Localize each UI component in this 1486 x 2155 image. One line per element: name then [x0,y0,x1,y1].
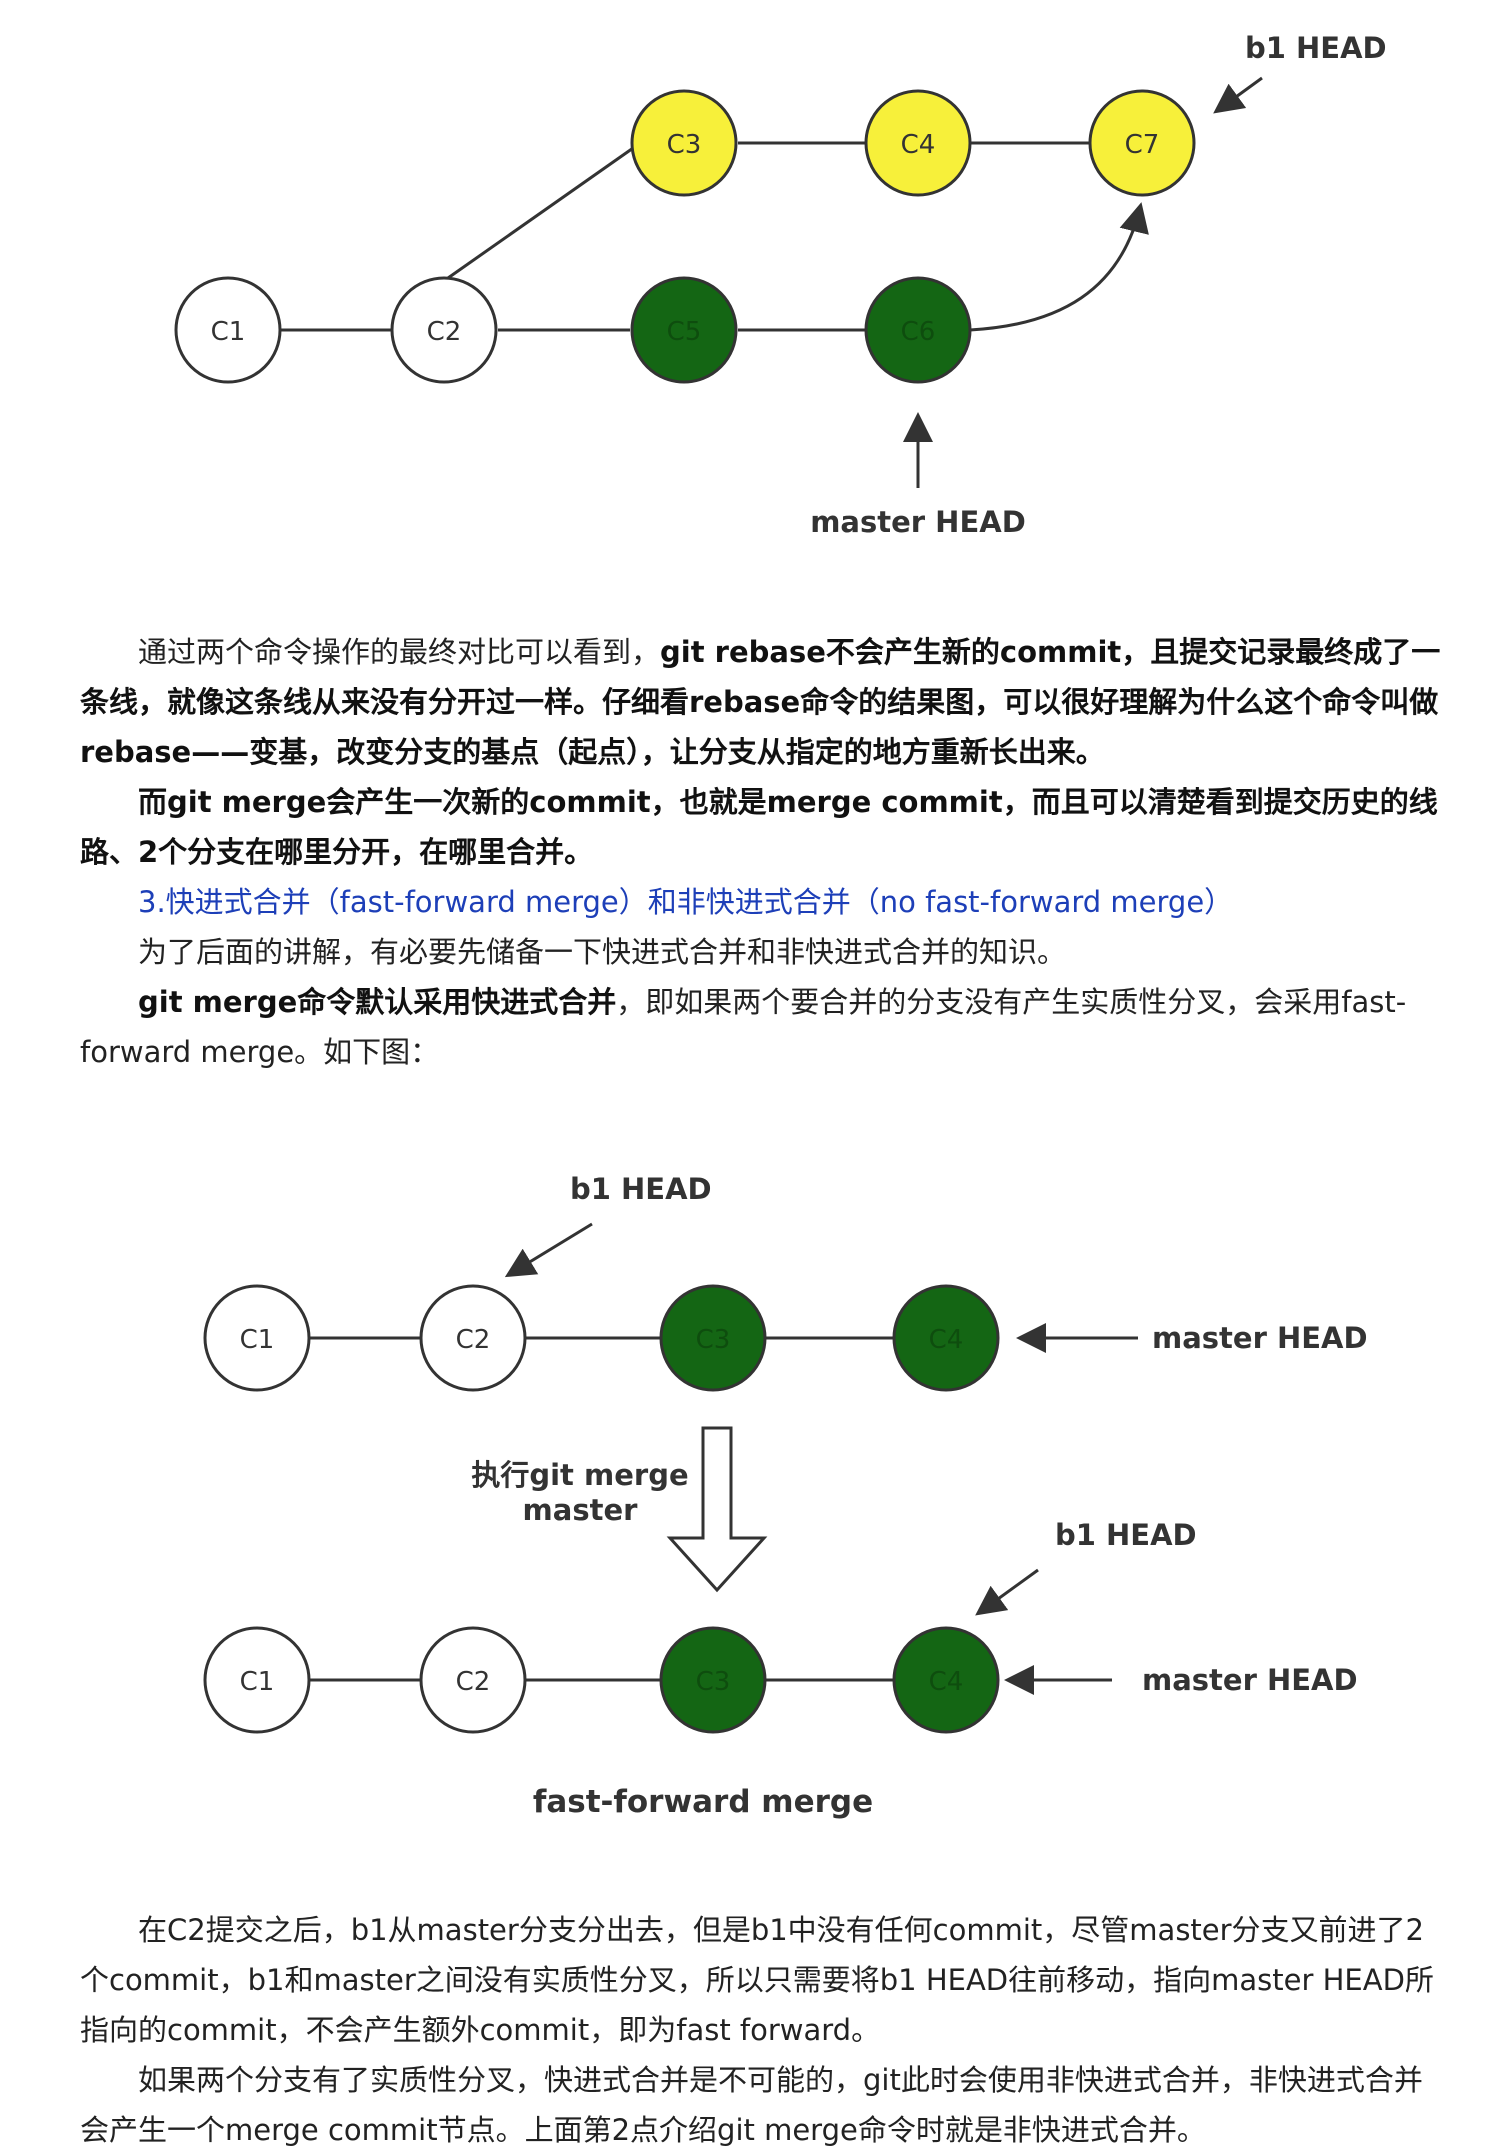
ff-b1-head-arrow-before [504,1222,593,1278]
ff-bottom-label-c4: C4 [929,1667,964,1697]
merge-action-arrow [666,1426,768,1593]
edge-c2-c3 [447,144,637,280]
ff-top-node-c4 [892,1284,1000,1392]
edge-c6-c7-arrow [969,202,1149,332]
ff-top-label-c1: C1 [240,1325,275,1355]
paragraph-merge-summary: 而git merge会产生一次新的commit，也就是merge commit，… [80,777,1446,877]
b1-head-arrow [1213,76,1263,114]
ff-b1-head-label-before: b1 HEAD [570,1172,712,1206]
paragraph-prep: 为了后面的讲解，有必要先储备一下快进式合并和非快进式合并的知识。 [138,935,1067,969]
paragraph-rebase-intro: 通过两个命令操作的最终对比可以看到， [138,635,661,669]
commit-label-c7: C7 [1125,130,1160,160]
b1-head-label: b1 HEAD [1245,31,1387,65]
rebase-diagram: C1 C2 C5 C6 C3 C4 C7 b1 HEAD master HEAD [0,0,1486,600]
ff-top-label-c4: C4 [929,1325,964,1355]
paragraph-default-ff-rest: ，即如果两个要合并的分支没有产生实质性分叉，会采用fast-forward me… [80,985,1407,1069]
merge-action-line1: 执行git merge [471,1458,688,1492]
paragraph-rebase-bold: git rebase不会产生新的commit，且提交记录最终成了一条线，就像这条… [80,635,1441,769]
article-text-1: 通过两个命令操作的最终对比可以看到，git rebase不会产生新的commit… [80,627,1446,1077]
ff-top-node-c3 [659,1284,767,1392]
commit-label-c2: C2 [427,317,462,347]
ff-bottom-node-c2 [419,1626,527,1734]
article-text-2: 在C2提交之后，b1从master分支分出去，但是b1中没有任何commit，尽… [80,1905,1446,2155]
paragraph-default-ff-bold: git merge命令默认采用快进式合并 [138,985,617,1019]
ff-b1-head-arrow-after [975,1568,1039,1616]
master-head-label: master HEAD [810,505,1026,539]
commit-node-c3 [630,89,738,197]
ff-master-head-label-before: master HEAD [1152,1321,1368,1355]
merge-action-line2: master [523,1493,639,1527]
ff-bottom-node-c1 [203,1626,311,1734]
ff-bottom-node-c4 [892,1626,1000,1734]
section-heading-fast-forward: 3.快进式合并（fast-forward merge）和非快进式合并（no fa… [80,877,1446,927]
commit-node-c4 [864,89,972,197]
commit-label-c4: C4 [901,130,936,160]
ff-diagram-caption: fast-forward merge [533,1784,873,1820]
commit-label-c3: C3 [667,130,702,160]
ff-top-node-c1 [203,1284,311,1392]
ff-b1-head-label-after: b1 HEAD [1055,1518,1197,1552]
commit-node-c5 [630,276,738,384]
section-heading-text: 3.快进式合并（fast-forward merge）和非快进式合并（no fa… [138,885,1234,919]
ff-bottom-label-c3: C3 [696,1667,731,1697]
commit-label-c1: C1 [211,317,246,347]
commit-node-c6 [864,276,972,384]
fast-forward-diagram-svg: b1 HEAD C1 C2 C3 C4 master HEAD 执行git me… [203,1172,1368,1820]
ff-top-label-c2: C2 [456,1325,491,1355]
commit-node-c1 [174,276,282,384]
fast-forward-diagram: b1 HEAD C1 C2 C3 C4 master HEAD 执行git me… [0,1150,1486,1850]
paragraph-default-ff: git merge命令默认采用快进式合并，即如果两个要合并的分支没有产生实质性分… [80,977,1446,1077]
rebase-diagram-svg: C1 C2 C5 C6 C3 C4 C7 b1 HEAD master HEAD [174,31,1387,539]
commit-label-c5: C5 [667,317,702,347]
paragraph-rebase-summary: 通过两个命令操作的最终对比可以看到，git rebase不会产生新的commit… [80,627,1446,777]
commit-node-c7 [1088,89,1196,197]
paragraph-non-ff: 如果两个分支有了实质性分叉，快进式合并是不可能的，git此时会使用非快进式合并，… [80,2063,1423,2147]
ff-bottom-label-c1: C1 [240,1667,275,1697]
paragraph-ff-explanation: 在C2提交之后，b1从master分支分出去，但是b1中没有任何commit，尽… [80,1913,1434,2047]
ff-bottom-label-c2: C2 [456,1667,491,1697]
paragraph-merge-bold: 而git merge会产生一次新的commit，也就是merge commit，… [80,785,1438,869]
ff-top-label-c3: C3 [696,1325,731,1355]
ff-master-head-label-after: master HEAD [1142,1663,1358,1697]
ff-bottom-node-c3 [659,1626,767,1734]
commit-label-c6: C6 [901,317,936,347]
commit-node-c2 [390,276,498,384]
ff-top-node-c2 [419,1284,527,1392]
